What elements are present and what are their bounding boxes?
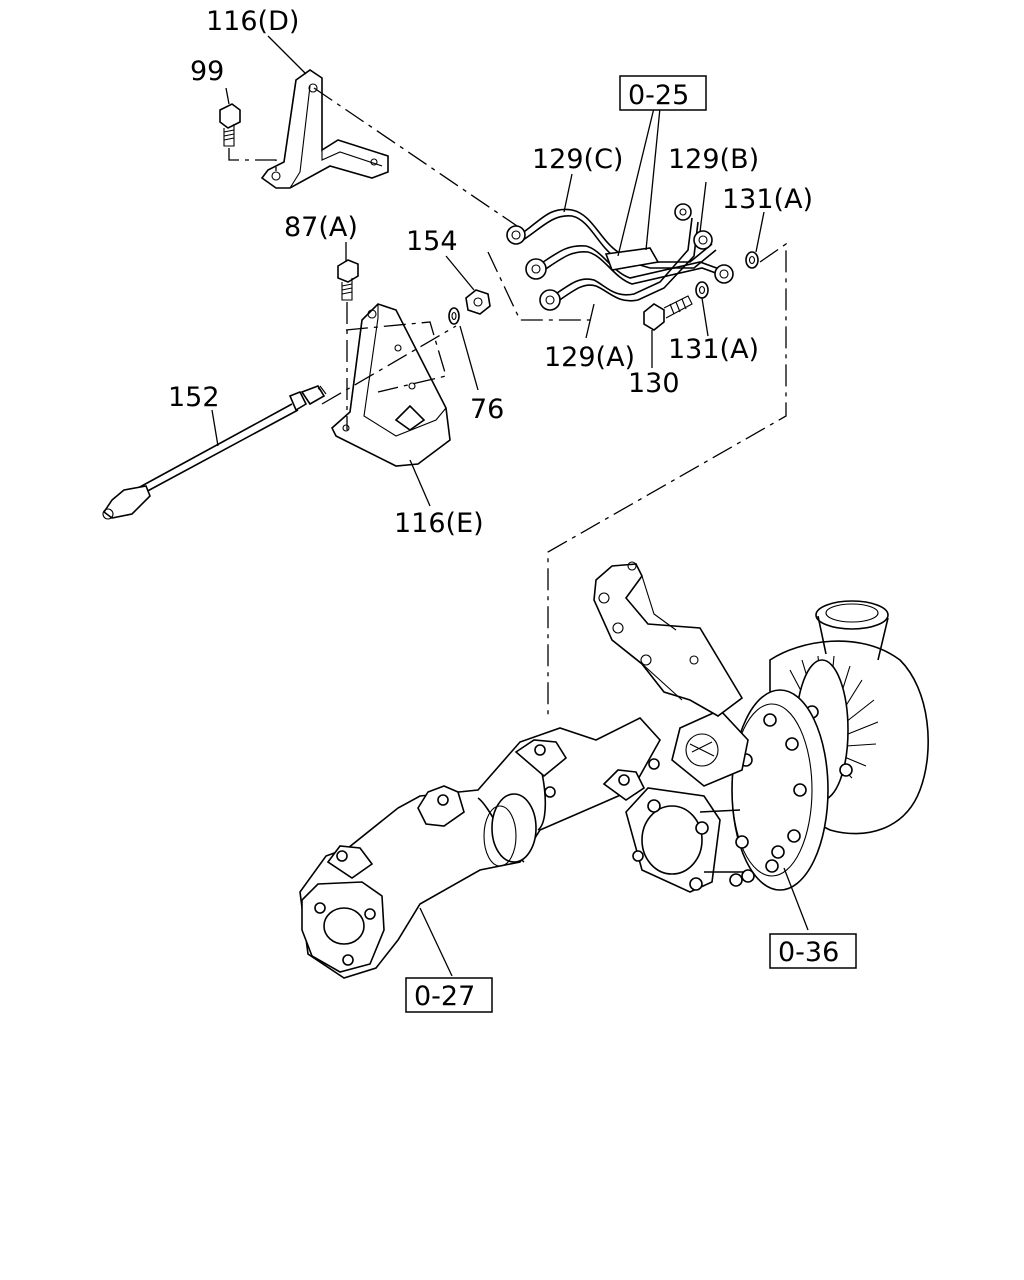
- label-0-25: 0-25: [628, 80, 689, 111]
- label-131a-bottom: 131(A): [668, 334, 759, 365]
- nut-154: [465, 289, 491, 315]
- label-129c: 129(C): [532, 144, 623, 175]
- box-0-27: [405, 977, 493, 1013]
- leader-027: [419, 907, 453, 977]
- dash-pipes-group: [487, 251, 592, 321]
- label-116d: 116(D): [206, 6, 299, 37]
- label-131a-top: 131(A): [722, 184, 813, 215]
- bolt-130: [643, 295, 693, 331]
- label-129b: 129(B): [668, 144, 759, 175]
- washer-131a-lower: [695, 281, 709, 299]
- dash-bracket-154: [345, 321, 447, 393]
- bracket-116d: [260, 69, 389, 189]
- bolt-99: [219, 103, 241, 147]
- box-0-36: [769, 933, 857, 969]
- washer-131a-upper: [745, 251, 759, 269]
- sensor-152: [102, 385, 327, 520]
- bolt-87a: [337, 259, 359, 301]
- leader-036: [783, 867, 809, 931]
- washer-76: [448, 307, 460, 325]
- turbocharger-assembly: [299, 561, 929, 979]
- dash-sensor: [321, 325, 457, 405]
- label-0-27: 0-27: [414, 981, 475, 1012]
- label-116e: 116(E): [394, 508, 484, 539]
- label-154: 154: [406, 226, 458, 257]
- leader-lines: [211, 35, 765, 507]
- dash-116d-pipes: [313, 87, 521, 229]
- bracket-116e: [331, 303, 451, 467]
- pipes-129: [506, 203, 734, 311]
- dash-99-bracket: [228, 148, 277, 172]
- label-152: 152: [168, 382, 220, 413]
- label-0-36: 0-36: [778, 937, 839, 968]
- dash-754-right: [547, 242, 787, 716]
- label-129a: 129(A): [544, 342, 635, 373]
- label-99: 99: [190, 56, 224, 87]
- label-130: 130: [628, 368, 680, 399]
- label-87a: 87(A): [284, 212, 358, 243]
- label-76: 76: [470, 394, 504, 425]
- box-0-25: [619, 75, 707, 111]
